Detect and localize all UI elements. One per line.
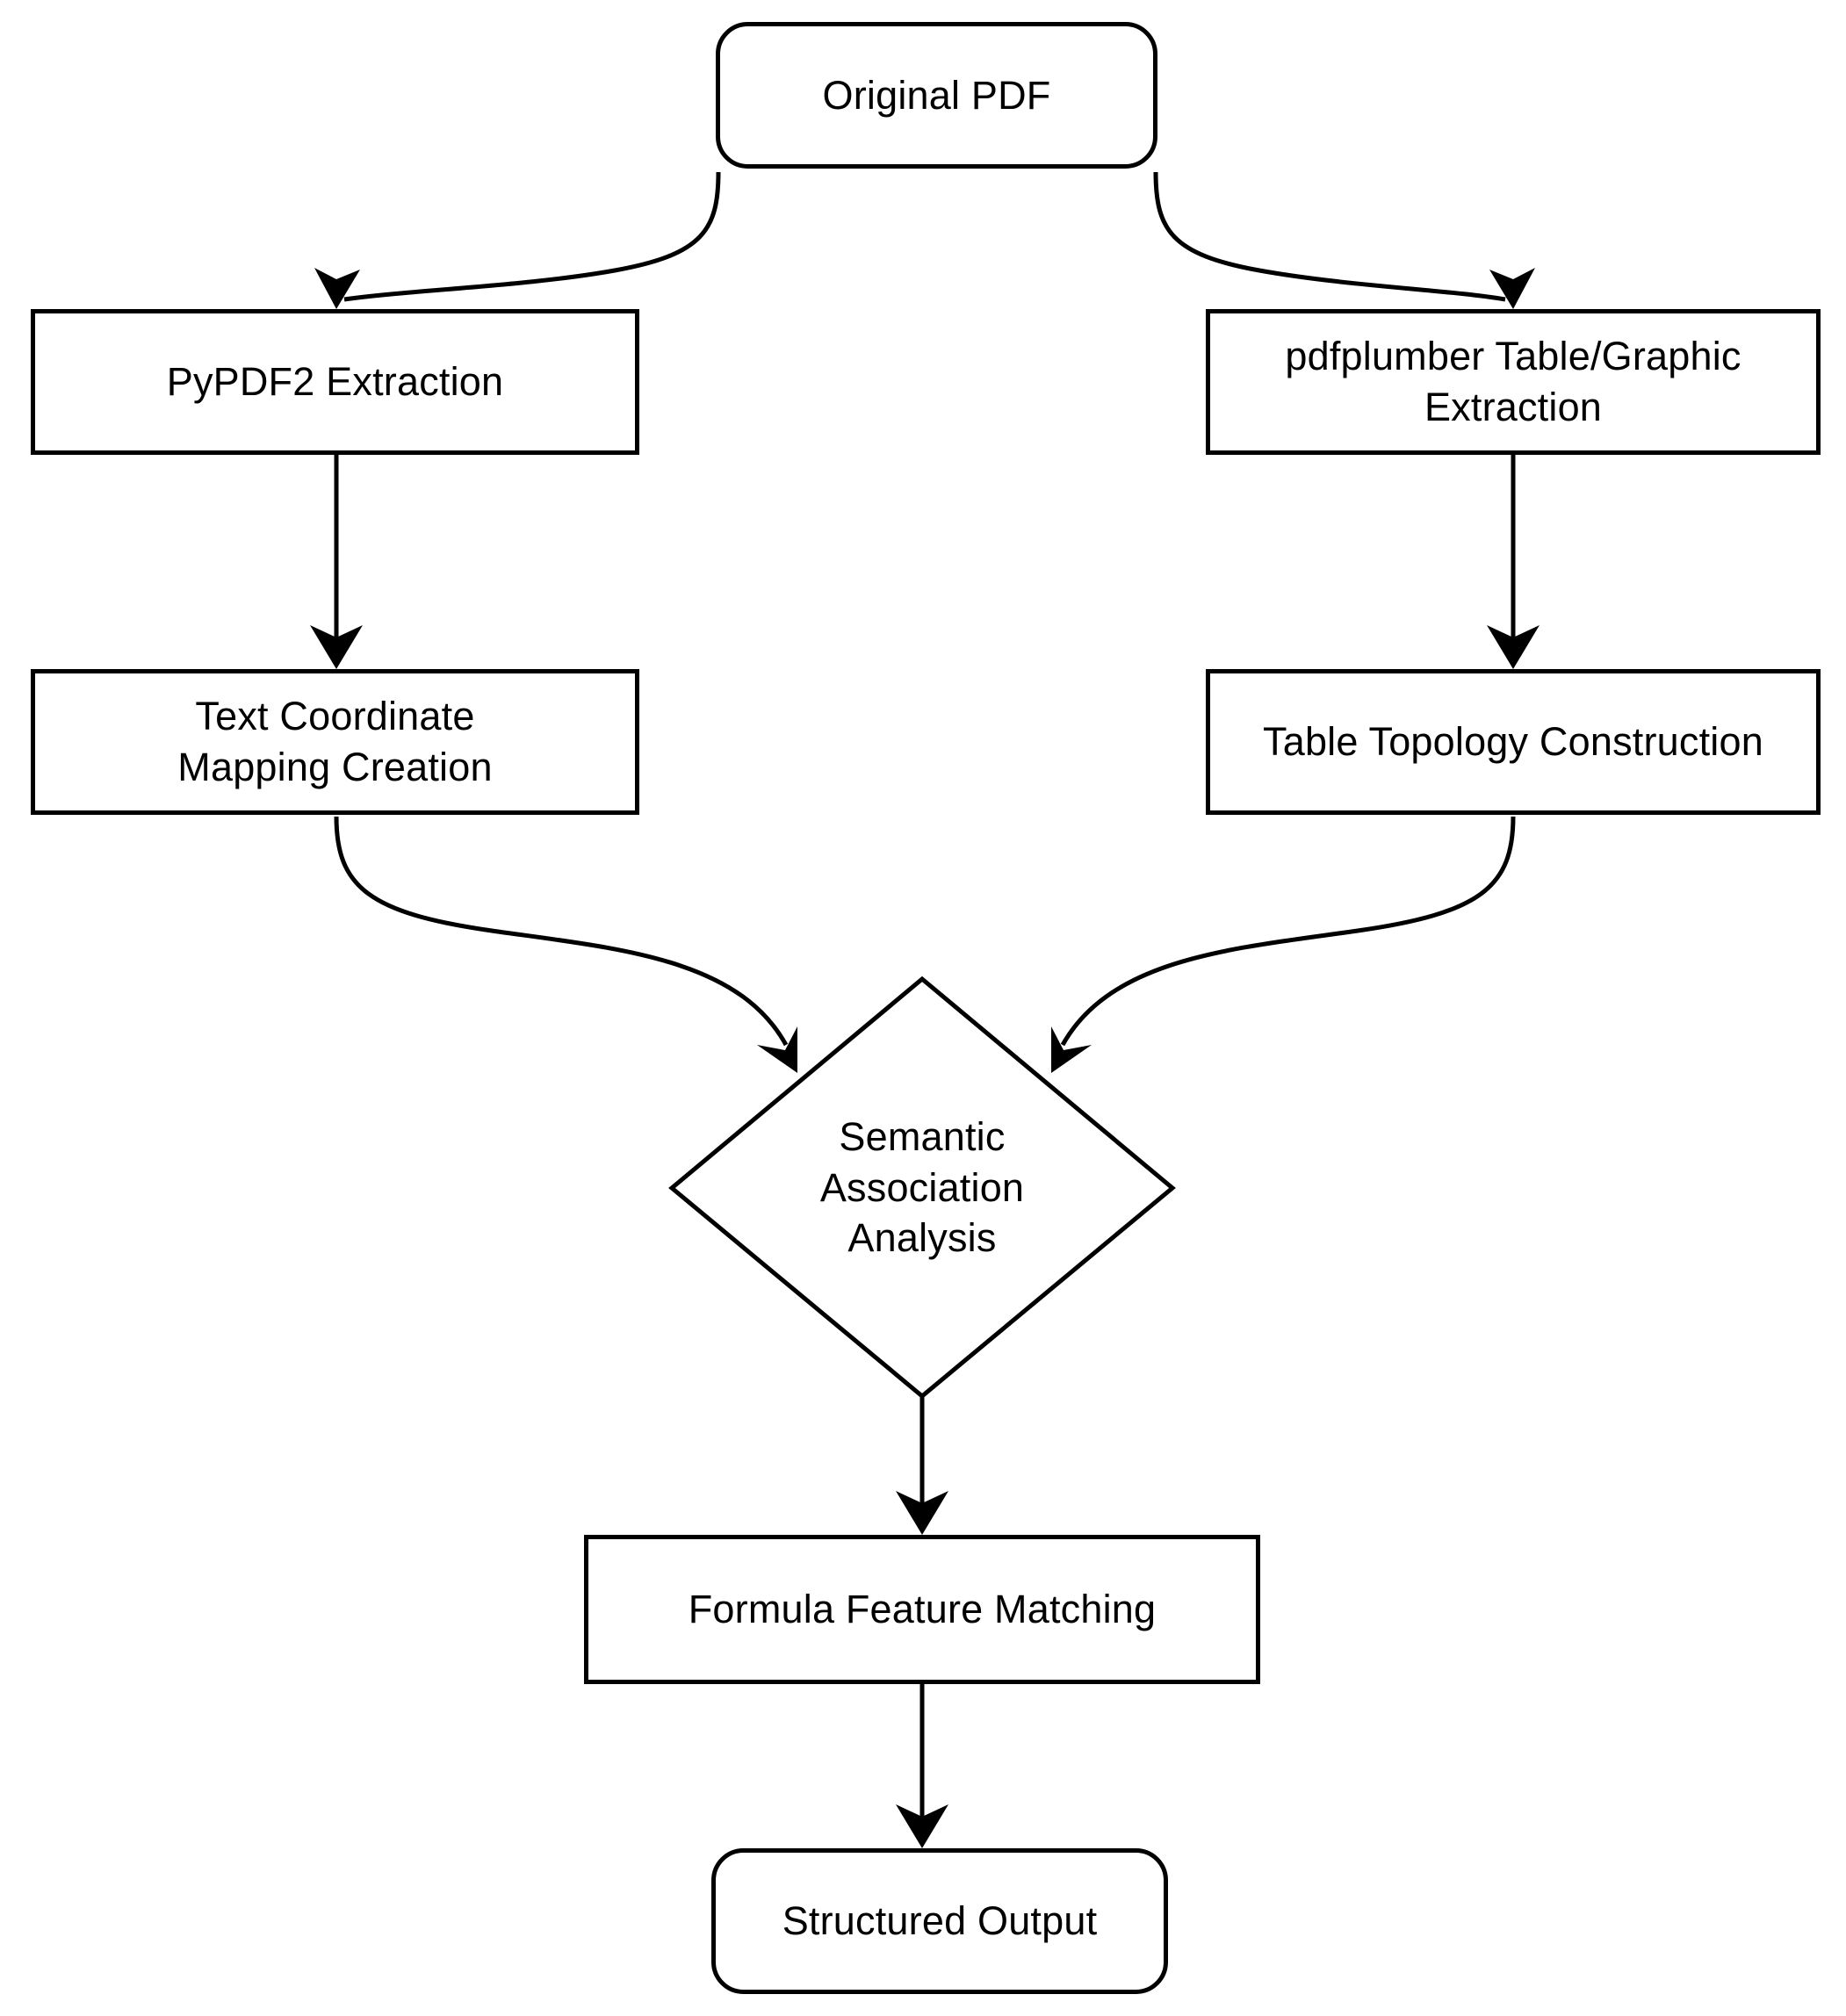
- arrow-head-icon: [896, 1491, 948, 1535]
- edge-original-to-pdfplumber: [1153, 171, 1535, 309]
- edge-pypdf2-to-text-coordinate: [310, 455, 363, 669]
- arrow-head-icon: [757, 1026, 797, 1073]
- arrow-head-icon: [1489, 268, 1535, 309]
- arrow-head-icon: [310, 625, 363, 669]
- edge-original-to-pypdf2: [314, 171, 721, 309]
- node-shape-table-topology-construction[interactable]: [1206, 669, 1821, 815]
- node-shape-text-coordinate-mapping[interactable]: [31, 669, 639, 815]
- edge-text-coordinate-to-semantic: [334, 816, 797, 1073]
- arrow-head-icon: [1487, 625, 1540, 669]
- edge-formula-to-structured-output: [896, 1684, 948, 1848]
- edge-pdfplumber-to-table-topology: [1487, 455, 1540, 669]
- arrow-head-icon: [896, 1804, 948, 1848]
- node-shape-semantic-association-analysis[interactable]: [668, 976, 1176, 1400]
- node-shape-pypdf2-extraction[interactable]: [31, 309, 639, 455]
- node-shape-formula-feature-matching[interactable]: [584, 1535, 1260, 1684]
- edge-table-topology-to-semantic: [1051, 816, 1516, 1073]
- node-shape-pdfplumber-extraction[interactable]: [1206, 309, 1821, 455]
- node-shape-original-pdf[interactable]: [716, 22, 1157, 169]
- edge-semantic-to-formula: [896, 1396, 948, 1535]
- arrow-head-icon: [1051, 1026, 1092, 1073]
- node-shape-structured-output[interactable]: [711, 1848, 1168, 1994]
- arrow-head-icon: [314, 268, 360, 309]
